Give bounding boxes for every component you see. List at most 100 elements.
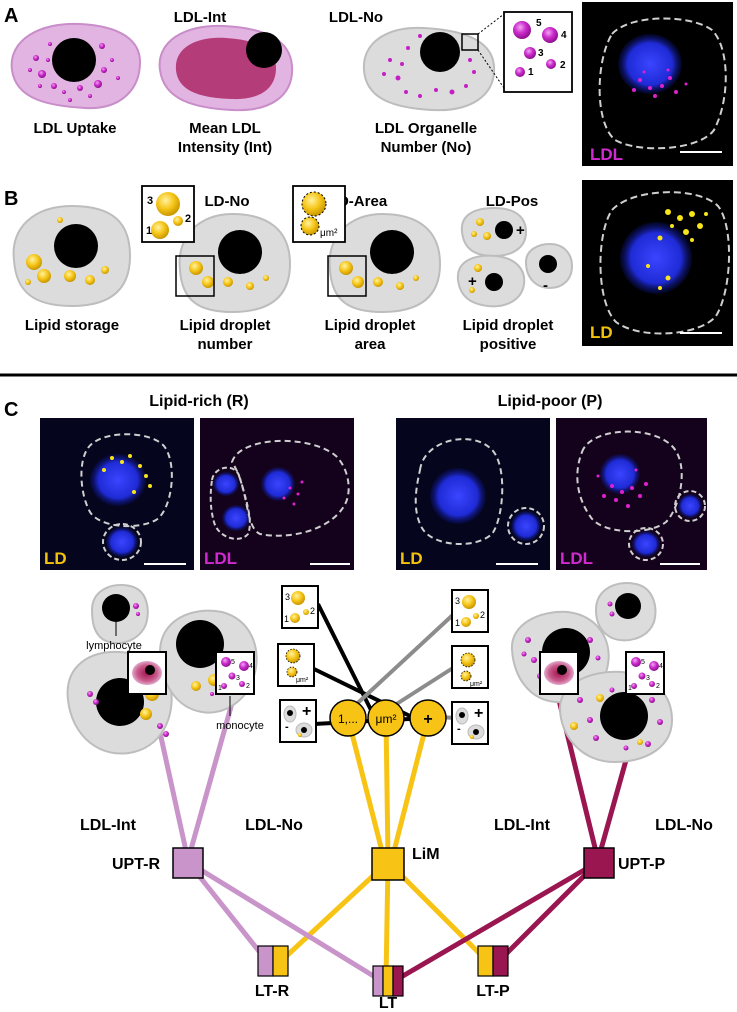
ld-signal <box>704 212 708 216</box>
feature-node-pos: + <box>423 711 432 728</box>
ldl-dot <box>468 58 472 62</box>
ldl-dot <box>657 719 663 725</box>
ldl-zoom-box: 5 4 3 2 1 <box>503 11 573 93</box>
ldl-signal <box>668 76 672 80</box>
ldl-dot <box>388 58 392 62</box>
ldl-dot <box>48 42 52 46</box>
ldl-dot <box>525 637 531 643</box>
lt-p-node <box>477 945 509 977</box>
icon-rich-um2: μm² <box>296 677 309 684</box>
ldl-no-cell <box>362 13 505 112</box>
ldl-dot <box>46 58 50 62</box>
network-ldl-no-rich: LDL-No <box>245 817 303 834</box>
ld-signal <box>138 464 142 468</box>
upt-p-label: UPT-P <box>618 856 665 873</box>
ld-signal <box>132 490 136 494</box>
feature-node-number: 1,... <box>338 712 358 726</box>
ld-pos-minus: - <box>543 277 548 294</box>
zoom-number-4: 4 <box>561 30 567 41</box>
ld-signal <box>657 235 663 241</box>
ldl-dot <box>395 75 401 81</box>
ld-signal <box>697 223 703 229</box>
icon-rich-n2: 2 <box>310 606 315 616</box>
ldl-numbered-dots <box>382 34 476 98</box>
icon-poor-minus: - <box>457 723 461 735</box>
icon-poor-plus: + <box>474 705 483 722</box>
ldl-dot <box>464 84 468 88</box>
ldl-dot <box>595 655 601 661</box>
ld-pos-caption-2: positive <box>480 336 537 353</box>
ldl-no-poor-5: 5 <box>641 659 645 666</box>
network-ldl-int-rich: LDL-Int <box>80 817 137 834</box>
ldl-signal <box>596 474 600 478</box>
poor-ld-micrograph: LD <box>396 418 550 570</box>
feature-node-area: μm² <box>376 712 397 726</box>
ldl-signal <box>292 502 296 506</box>
ldl-signal <box>626 504 630 508</box>
ld-pos-caption-1: Lipid droplet <box>463 317 554 334</box>
ldl-uptake-caption: LDL Uptake <box>33 120 116 137</box>
upt-r-node <box>172 847 204 879</box>
ldl-dot <box>645 741 651 747</box>
poor-feature-icons: 3 2 1 μm² + - <box>451 589 489 745</box>
monocyte-label: monocyte <box>216 720 264 732</box>
ldl-int-caption-1: Mean LDL <box>189 120 261 137</box>
ld-pos-label: LD-Pos <box>486 193 539 210</box>
ld-signal <box>677 215 683 221</box>
ldl-micrograph: LDL <box>582 2 733 166</box>
lipid-rich-title: Lipid-rich (R) <box>149 393 249 410</box>
ldl-signal <box>634 468 638 472</box>
feature-nodes: 1,... μm² + <box>329 699 447 737</box>
ldl-no-rich-1: 1 <box>218 685 222 692</box>
ldl-no-rich-4: 4 <box>249 663 253 670</box>
lipid-storage-cell <box>12 204 132 308</box>
ldl-dot <box>28 68 32 72</box>
zoom-number-3: 3 <box>538 48 544 59</box>
ldl-no-caption-1: LDL Organelle <box>375 120 477 137</box>
ldl-dot <box>88 94 92 98</box>
upt-p-node <box>583 847 615 879</box>
ldl-signal <box>674 90 678 94</box>
icon-rich-plus: + <box>302 703 311 720</box>
ld-pos-plus-2: + <box>468 273 477 290</box>
ldl-int-caption-2: Intensity (Int) <box>178 139 272 156</box>
lymphocyte-label: lymphocyte <box>86 640 142 652</box>
ldl-signal <box>666 68 670 72</box>
ld-zoom-number-1: 1 <box>146 225 152 237</box>
ldl-int-icon-poor <box>539 651 579 695</box>
ld-signal <box>148 484 152 488</box>
icon-rich-minus: - <box>285 721 289 733</box>
ldl-signal <box>660 84 664 88</box>
lim-node <box>371 847 405 881</box>
ld-dot <box>570 722 578 730</box>
ldl-dot <box>434 88 438 92</box>
ldl-no-icon-rich: 5 4 3 2 1 <box>215 651 255 695</box>
ld-zoom-number-2: 2 <box>185 213 191 225</box>
ldl-no-poor-1: 1 <box>628 685 632 692</box>
lt-r-node <box>257 945 289 977</box>
icon-poor-n2: 2 <box>480 610 485 620</box>
ldl-signal <box>638 494 642 498</box>
ldl-dot <box>472 70 476 74</box>
ldl-signal <box>282 496 286 500</box>
ldl-dot <box>382 72 386 76</box>
ld-positive-cells: + + - <box>456 206 574 308</box>
ld-number-cell: 3 2 1 <box>141 185 292 314</box>
ldl-no-poor-2: 2 <box>656 683 660 690</box>
ld-signal <box>102 468 106 472</box>
ldl-dot <box>99 43 105 49</box>
panel-b-letter: B <box>4 188 18 210</box>
lipid-storage-caption: Lipid storage <box>25 317 119 334</box>
ld-signal <box>128 454 132 458</box>
ldl-no-rich-5: 5 <box>231 659 235 666</box>
ld-micrograph-label: LD <box>590 323 613 342</box>
ldl-signal <box>630 486 634 490</box>
panel-c-letter: C <box>4 399 18 421</box>
icon-poor-um2: μm² <box>470 681 483 688</box>
network-ldl-int-poor: LDL-Int <box>494 817 551 834</box>
lipid-poor-title: Lipid-poor (P) <box>498 393 603 410</box>
lim-label: LiM <box>412 846 440 863</box>
icon-rich-n1: 1 <box>284 614 289 624</box>
ldl-dot <box>587 717 593 723</box>
ldl-no-poor-3: 3 <box>646 675 650 682</box>
